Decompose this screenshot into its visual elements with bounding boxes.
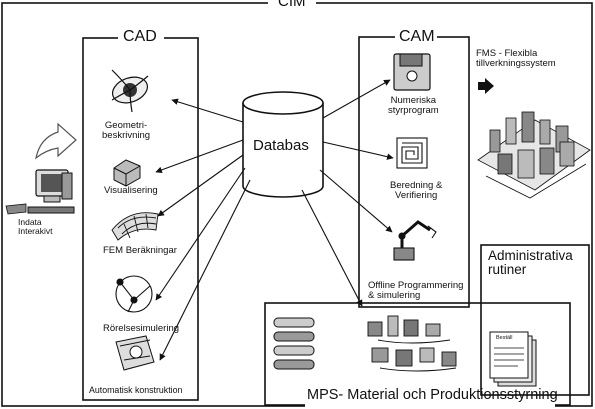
geometry-icon: [111, 69, 149, 113]
database-label: Databas: [253, 137, 309, 154]
computer-icon: [5, 169, 75, 215]
production-line-icon: [365, 315, 466, 379]
fms-arrow: [478, 78, 494, 94]
motion-simulation-icon: [115, 275, 153, 313]
cad-item-motion: Rörelsesimulering: [103, 323, 180, 334]
document-stack-icon: [489, 331, 537, 387]
mps-label: MPS- Material och Produktionsstyrning: [307, 387, 558, 403]
robot-arm-icon: [393, 220, 437, 261]
document-label: Beställ: [496, 335, 513, 341]
admin-label: Administrativa rutiner: [488, 248, 573, 278]
cam-item-preparation: Beredning & Verifiering: [390, 180, 443, 201]
database-arrows: [155, 79, 394, 361]
cam-item-nc: Numeriska styrprogram: [388, 95, 439, 116]
cim-title: CIM: [278, 0, 306, 10]
cad-item-automatic: Automatisk konstruktion: [89, 385, 183, 395]
visualization-icon: [113, 159, 141, 187]
admin-box: [480, 244, 590, 396]
fms-label: FMS - Flexibla tillverkningssystem: [476, 48, 556, 69]
cad-heading: CAD: [123, 28, 157, 45]
cad-item-fem: FEM Beräkningar: [103, 245, 177, 256]
cad-item-geometry: Geometri- beskrivning: [102, 120, 151, 141]
input-arrow: [35, 122, 77, 160]
fms-factory-illustration: [477, 111, 591, 199]
automatic-design-icon: [115, 335, 155, 371]
cad-item-visualization: Visualisering: [104, 185, 158, 196]
fem-icon: [111, 212, 159, 241]
database-cylinder: [242, 91, 324, 198]
input-label: Indata Interakivt: [18, 217, 53, 236]
cam-item-offline: Offline Programmering & simulering: [368, 280, 464, 301]
mps-stack-icon: [273, 317, 315, 370]
cam-heading: CAM: [399, 28, 435, 45]
toolpath-icon: [396, 137, 428, 169]
floppy-disk-icon: [393, 53, 431, 91]
